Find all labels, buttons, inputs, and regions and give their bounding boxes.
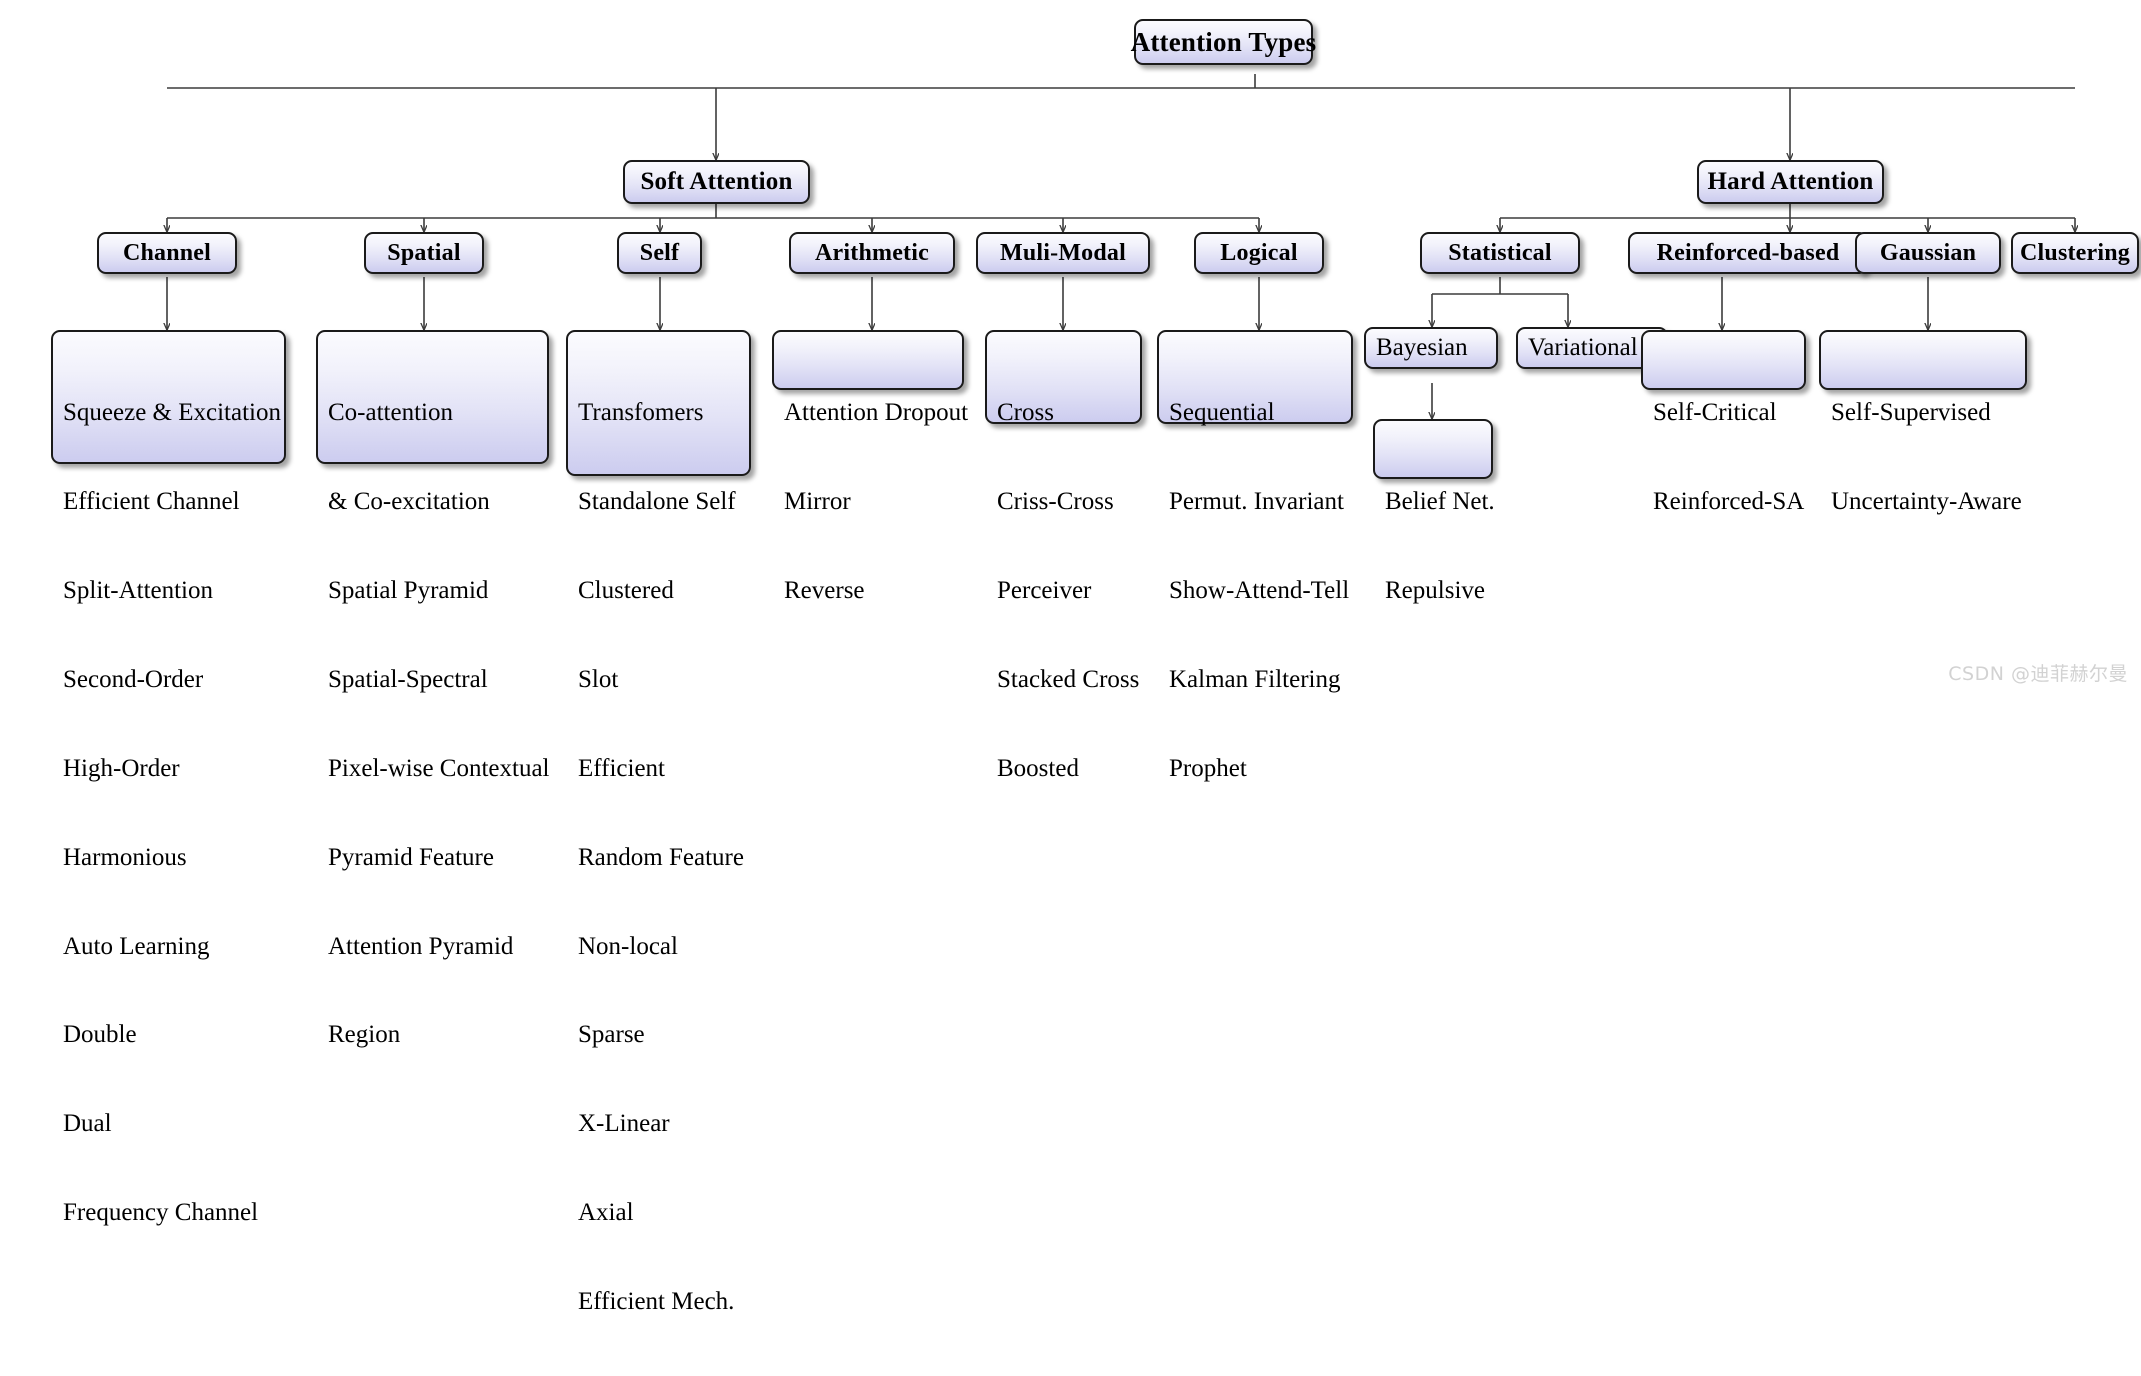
leaf-item: Attention Pyramid [328, 932, 514, 960]
leaf-item: Sequential [1169, 399, 1275, 427]
leaf-item: Standalone Self [578, 488, 736, 516]
leaf-item: Dual [63, 1110, 112, 1138]
leaf-item: Clustered [578, 577, 674, 604]
leaf-box-channel[interactable]: Squeeze & Excitation Efficient Channel S… [51, 330, 286, 1226]
node-label: Clustering [2020, 239, 2130, 266]
leaf-item: X-Linear [578, 1110, 670, 1138]
csdn-watermark: CSDN @迪菲赫尔曼 [1948, 663, 2128, 685]
node-gaussian[interactable]: Gaussian [1855, 232, 2001, 274]
leaf-item: Reverse [784, 577, 865, 604]
leaf-item: Random Feature [578, 843, 744, 871]
leaf-box-arithmetic[interactable]: Attention Dropout Mirror Reverse [772, 330, 968, 604]
leaf-item: Criss-Cross [997, 488, 1114, 516]
node-label: Hard Attention [1707, 168, 1874, 195]
leaf-item: Harmonious [63, 843, 187, 871]
leaf-item: Perceiver [997, 577, 1092, 604]
node-label: Logical [1220, 239, 1298, 266]
leaf-item: Kalman Filtering [1169, 665, 1341, 693]
node-label: Variational [1528, 333, 1638, 361]
node-statistical[interactable]: Statistical [1420, 232, 1580, 274]
node-label: Spatial [387, 239, 461, 266]
leaf-item: High-Order [63, 754, 180, 782]
leaf-item: Efficient Channel [63, 488, 240, 516]
node-arithmetic[interactable]: Arithmetic [789, 232, 955, 274]
node-hard-attention[interactable]: Hard Attention [1697, 160, 1884, 204]
leaf-item: Slot [578, 665, 619, 693]
leaf-item: Frequency Channel [63, 1199, 259, 1227]
leaf-item: Attention Dropout [784, 399, 969, 427]
leaf-item: Uncertainty-Aware [1831, 488, 2022, 516]
leaf-item: Second-Order [63, 665, 204, 693]
leaf-item: Pixel-wise Contextual [328, 754, 550, 782]
node-label: Reinforced-based [1656, 239, 1840, 266]
node-label: Bayesian [1376, 333, 1468, 361]
leaf-item: Squeeze & Excitation [63, 399, 281, 427]
leaf-item: Spatial-Spectral [328, 665, 488, 693]
leaf-item: Spatial Pyramid [328, 577, 489, 604]
node-logical[interactable]: Logical [1194, 232, 1324, 274]
leaf-item: Self-Supervised [1831, 399, 1991, 427]
leaf-item: Pyramid Feature [328, 843, 494, 871]
node-label: Soft Attention [640, 168, 793, 195]
leaf-item: Belief Net. [1385, 488, 1495, 516]
node-label: Muli-Modal [1000, 239, 1126, 266]
leaf-item: Prophet [1169, 754, 1247, 782]
node-spatial[interactable]: Spatial [364, 232, 484, 274]
leaf-item: Efficient Mech. [578, 1288, 735, 1315]
leaf-item: Axial [578, 1199, 634, 1227]
leaf-box-muli-modal[interactable]: Cross Criss-Cross Perceiver Stacked Cros… [985, 330, 1142, 782]
node-muli-modal[interactable]: Muli-Modal [976, 232, 1150, 274]
leaf-item: Double [63, 1021, 137, 1049]
leaf-item: Cross [997, 399, 1054, 427]
node-self[interactable]: Self [617, 232, 702, 274]
leaf-item: Stacked Cross [997, 665, 1140, 693]
node-soft-attention[interactable]: Soft Attention [623, 160, 810, 204]
leaf-item: Boosted [997, 754, 1079, 782]
leaf-item: Permut. Invariant [1169, 488, 1344, 516]
leaf-box-gaussian[interactable]: Self-Supervised Uncertainty-Aware [1819, 330, 2027, 515]
leaf-item: Mirror [784, 488, 851, 516]
node-channel[interactable]: Channel [97, 232, 237, 274]
leaf-item: Efficient [578, 754, 665, 782]
node-label: Channel [122, 239, 212, 266]
leaf-item: Reinforced-SA [1653, 488, 1805, 516]
node-attention-types[interactable]: Attention Types [1131, 19, 1316, 65]
leaf-box-reinforced-based[interactable]: Self-Critical Reinforced-SA [1641, 330, 1806, 515]
node-label: Statistical [1448, 239, 1552, 266]
diagram-canvas: Attention Types Soft Attention Hard Atte… [51, 19, 2139, 1315]
node-label: Arithmetic [815, 239, 929, 266]
leaf-item: Non-local [578, 932, 678, 960]
leaf-box-spatial[interactable]: Co-attention & Co-excitation Spatial Pyr… [316, 330, 550, 1048]
leaf-item: Self-Critical [1653, 399, 1777, 427]
leaf-item: & Co-excitation [328, 488, 490, 516]
leaf-item: Sparse [578, 1021, 645, 1049]
leaf-item: Repulsive [1385, 577, 1485, 605]
leaf-item: Show-Attend-Tell [1169, 577, 1350, 604]
leaf-item: Auto Learning [63, 932, 210, 960]
leaf-box-bayesian[interactable]: Belief Net. Repulsive [1373, 419, 1495, 604]
node-label: Attention Types [1130, 26, 1317, 57]
node-bayesian[interactable]: Bayesian [1364, 327, 1498, 369]
leaf-box-logical[interactable]: Sequential Permut. Invariant Show-Attend… [1157, 330, 1353, 782]
leaf-box-self[interactable]: Transfomers Standalone Self Clustered Sl… [566, 330, 751, 1315]
node-clustering[interactable]: Clustering [2011, 232, 2139, 274]
node-reinforced-based[interactable]: Reinforced-based [1628, 232, 1868, 274]
leaf-item: Transfomers [578, 399, 704, 427]
leaf-item: Co-attention [328, 399, 453, 427]
leaf-item: Region [328, 1021, 401, 1049]
node-label: Gaussian [1879, 239, 1977, 266]
leaf-item: Split-Attention [63, 577, 213, 604]
node-label: Self [639, 239, 680, 266]
